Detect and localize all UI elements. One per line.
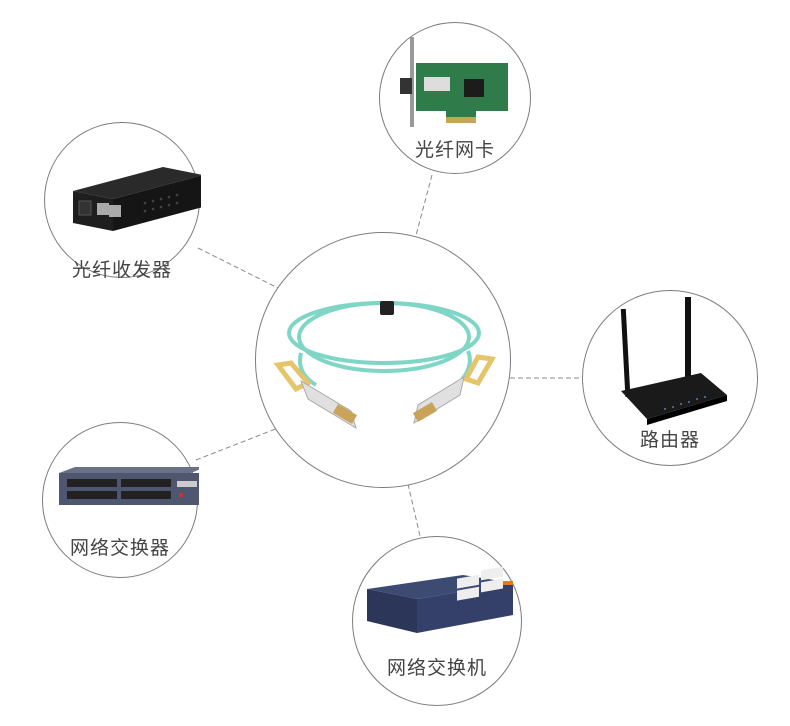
- aoc-cable-icon: [273, 301, 497, 430]
- rack-switch-icon: [59, 467, 199, 505]
- center-node-aoc-cable: [255, 232, 511, 488]
- node-router: 路由器: [582, 290, 758, 466]
- line-to-switch-desk: [407, 483, 421, 537]
- node-desktop-switch: 网络交换机: [352, 536, 522, 706]
- line-to-switch-rack: [195, 427, 279, 461]
- desktop-switch-icon: [367, 566, 513, 633]
- node-label: 网络交换器: [69, 537, 170, 559]
- node-label: 路由器: [639, 429, 700, 451]
- media-converter-icon: [73, 167, 201, 231]
- node-label: 光纤网卡: [414, 139, 495, 161]
- node-label: 网络交换机: [386, 657, 487, 679]
- fiber-nic-icon: [400, 37, 508, 127]
- node-rack-switch: 网络交换器: [42, 422, 199, 578]
- router-icon: [620, 297, 727, 425]
- node-fiber-nic: 光纤网卡: [379, 22, 531, 174]
- node-media-converter: 光纤收发器: [44, 122, 201, 281]
- line-to-nic: [409, 174, 433, 259]
- node-label: 光纤收发器: [71, 259, 172, 281]
